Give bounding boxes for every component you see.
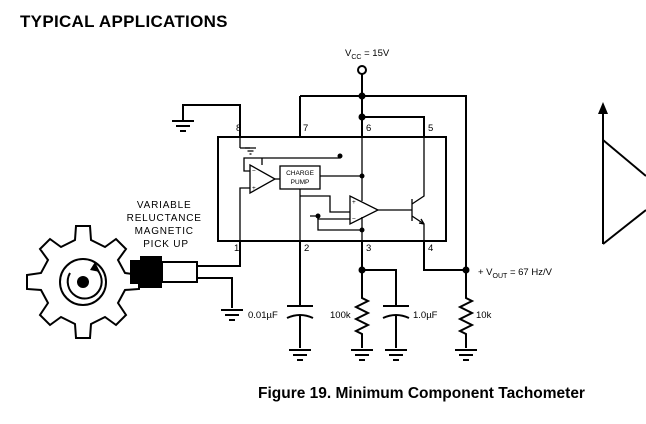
pin-5-label: 5 — [428, 123, 433, 134]
svg-text:+: + — [252, 185, 256, 192]
svg-text:PUMP: PUMP — [291, 179, 310, 186]
pickup-wire-ground — [197, 277, 233, 308]
input-comparator — [249, 163, 277, 195]
pin-8-label: 8 — [236, 123, 241, 134]
waveform-graph — [598, 102, 646, 245]
pin-4-label: 4 — [428, 243, 433, 254]
vcc-label: VCC = 15V — [345, 48, 390, 61]
pickup-nut — [140, 256, 162, 288]
svg-text:CHARGE: CHARGE — [286, 170, 314, 177]
pin-2-label: 2 — [304, 243, 309, 254]
resistor-10k — [457, 270, 475, 348]
capacitor-pin2-label: 0.01µF — [248, 310, 278, 321]
ground-symbol — [289, 349, 311, 361]
internal-pin1 — [239, 187, 250, 241]
junction — [358, 92, 366, 100]
svg-text:−: − — [352, 216, 356, 223]
vcc-terminal — [357, 65, 367, 75]
vcc-rail — [300, 95, 467, 270]
ground-symbol — [351, 349, 373, 361]
resistor-100k-label: 100k — [330, 310, 351, 321]
figure-caption: Figure 19. Minimum Component Tachometer — [258, 385, 585, 402]
resistor-10k-label: 10k — [476, 310, 492, 321]
section-heading: TYPICAL APPLICATIONS — [20, 12, 228, 31]
capacitor-pin3-label: 1.0µF — [413, 310, 438, 321]
svg-text:−: − — [252, 168, 256, 175]
pin5-link — [362, 116, 425, 137]
ground-symbol — [221, 309, 243, 321]
ic-package — [217, 136, 447, 242]
pin-1-label: 1 — [234, 243, 239, 254]
pin-7-label: 7 — [303, 123, 308, 134]
pickup-body — [161, 261, 198, 283]
comparator-feedback — [243, 157, 262, 172]
resistor-100k — [353, 270, 371, 348]
ground-symbol-pin8 — [172, 120, 194, 132]
internal-ground — [245, 147, 256, 155]
ground-symbol — [385, 349, 407, 361]
ground-symbol — [455, 349, 477, 361]
pin4-output-wire — [423, 241, 466, 271]
svg-text:+: + — [352, 199, 356, 206]
pickup-tip — [130, 260, 140, 284]
output-opamp — [349, 194, 380, 226]
vout-label: + VOUT = 67 Hz/V — [478, 267, 553, 280]
gear-icon — [26, 225, 140, 339]
pin8-wire — [182, 104, 241, 137]
pin-6-label: 6 — [366, 123, 371, 134]
pin-3-label: 3 — [366, 243, 371, 254]
junction — [358, 113, 366, 121]
pickup-label: VARIABLE RELUCTANCE MAGNETIC PICK UP — [127, 200, 206, 250]
pickup-wire-pin1 — [197, 241, 241, 267]
